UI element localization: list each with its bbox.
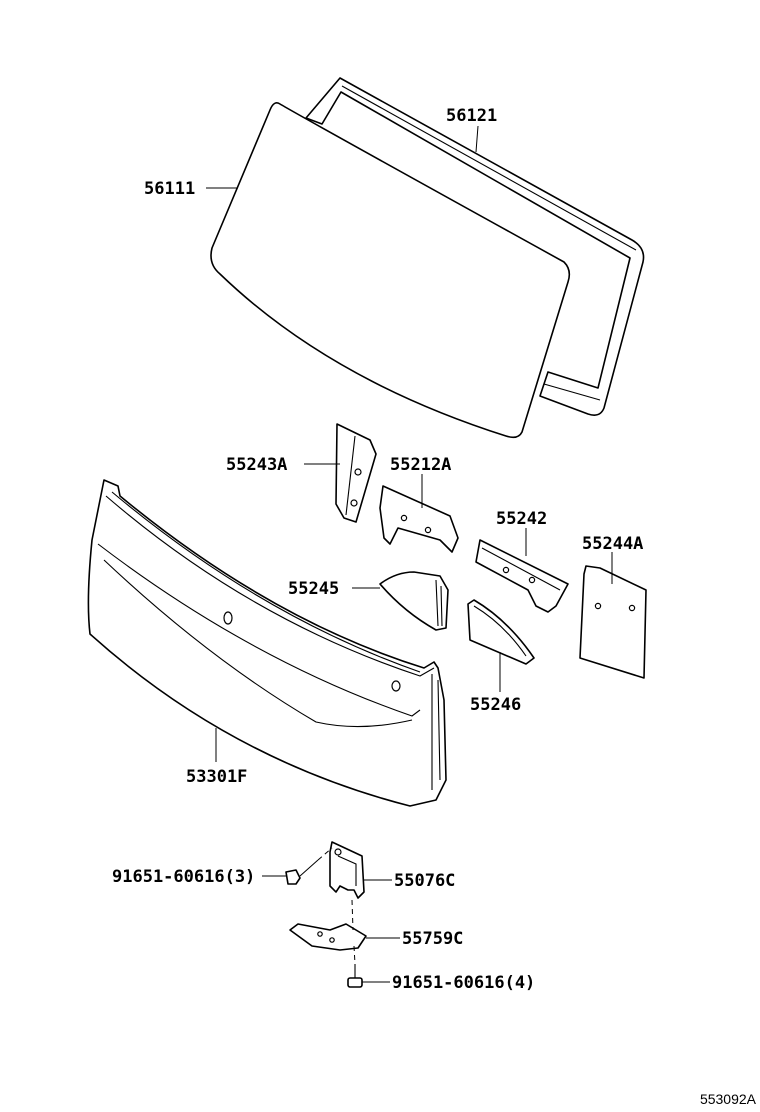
part-56111-glass <box>210 102 571 439</box>
part-55244A-panel <box>579 565 647 679</box>
part-53301F-panel <box>87 479 447 807</box>
part-55076C-bracket <box>329 841 365 899</box>
part-55243A-trim <box>335 423 377 523</box>
leader-56121 <box>475 125 479 153</box>
label-56111: 56111 <box>144 179 195 199</box>
label-91651-60616-3: 91651-60616(3) <box>112 867 255 887</box>
label-55759C: 55759C <box>402 929 463 949</box>
label-56121: 56121 <box>446 106 497 126</box>
part-55212A-bracket <box>379 485 459 553</box>
label-55212A: 55212A <box>390 455 451 475</box>
diagram-reference-code: 553092A <box>700 1091 757 1107</box>
label-55242: 55242 <box>496 509 547 529</box>
bolt-91651-60616-upper <box>285 859 319 885</box>
label-55245: 55245 <box>288 579 339 599</box>
label-55244A: 55244A <box>582 534 643 554</box>
install-line-upper <box>317 847 333 861</box>
part-55246-pad <box>467 599 535 665</box>
install-line-lower <box>353 945 356 965</box>
label-55246: 55246 <box>470 695 521 715</box>
bolt-91651-60616-lower <box>347 964 363 988</box>
label-53301F: 53301F <box>186 767 247 787</box>
part-55242-bracket <box>475 539 569 613</box>
label-55076C: 55076C <box>394 871 455 891</box>
label-91651-60616-4: 91651-60616(4) <box>392 973 535 993</box>
install-line-middle <box>351 899 354 931</box>
part-55759C-plate <box>289 923 367 951</box>
part-56121-weatherstrip <box>305 77 645 416</box>
label-55243A: 55243A <box>226 455 287 475</box>
part-55245-pad <box>379 571 449 631</box>
